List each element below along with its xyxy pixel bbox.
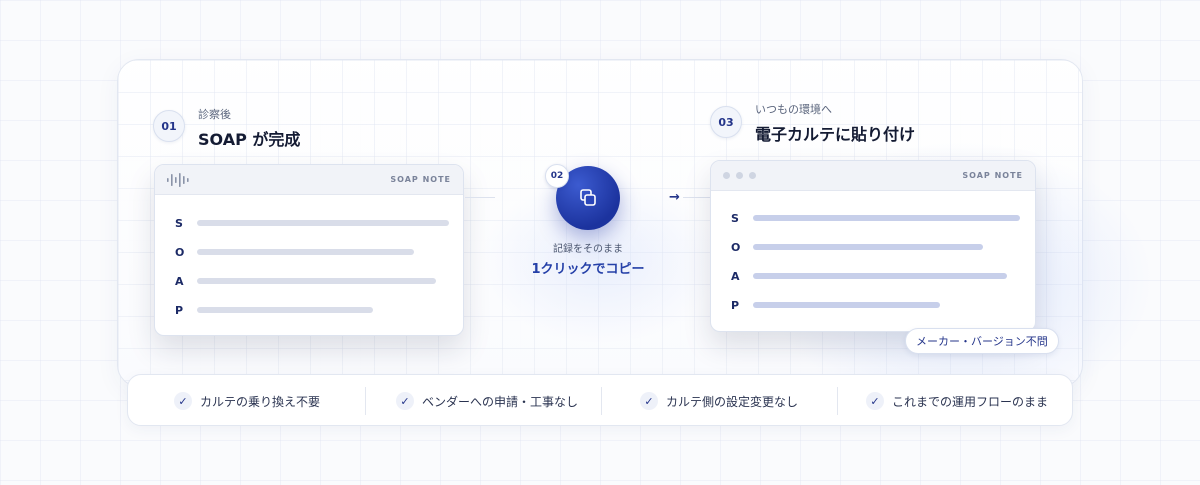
check-icon: ✓ [174,392,192,410]
step-01-badge: 01 [153,110,185,142]
window-dot-icon [736,172,743,179]
feature-divider [601,387,602,415]
step-01-number: 01 [161,119,177,133]
pasted-text-bar [753,273,1007,279]
note-card-label: SOAP NOTE [962,171,1023,180]
connector-line-left [465,197,495,198]
soap-row-s: S [155,217,463,231]
step-03-badge: 03 [710,106,742,138]
soap-letter: S [731,212,739,225]
soap-letter: P [175,304,184,317]
arrow-right-icon: → [669,190,680,205]
soap-row-p: P [711,299,1035,313]
step-03-title: 電子カルテに貼り付け [755,125,916,144]
soap-letter: O [731,241,741,254]
soap-note-source-card: SOAP NOTE S O A P [154,164,464,336]
feature-label: カルテ側の設定変更なし [666,394,799,409]
features-bar: ✓ カルテの乗り換え不要 ✓ ベンダーへの申請・工事なし ✓ カルテ側の設定変更… [127,374,1073,426]
copy-icon [580,189,596,206]
text-placeholder-bar [197,220,449,226]
soap-row-o: O [155,246,463,260]
soap-row-a: A [155,275,463,289]
step-02-subtitle: 記録をそのまま [553,244,623,255]
waveform-icon [167,173,189,187]
step-02-number: 02 [550,171,564,181]
feature-divider [365,387,366,415]
soap-letter: A [731,270,740,283]
note-card-header: SOAP NOTE [155,165,463,195]
window-controls [723,172,756,179]
feature-item: ✓ これまでの運用フローのまま [866,375,1048,427]
soap-row-a: A [711,270,1035,284]
feature-label: ベンダーへの申請・工事なし [422,394,579,409]
pasted-text-bar [753,215,1020,221]
step-03-number: 03 [718,115,734,129]
pasted-text-bar [753,302,940,308]
soap-row-s: S [711,212,1035,226]
step-03-subtitle: いつもの環境へ [755,103,832,116]
soap-row-o: O [711,241,1035,255]
check-icon: ✓ [640,392,658,410]
text-placeholder-bar [197,249,414,255]
feature-label: カルテの乗り換え不要 [200,394,321,409]
emr-window-card: SOAP NOTE S O A P [710,160,1036,332]
window-title-bar: SOAP NOTE [711,161,1035,191]
check-icon: ✓ [866,392,884,410]
feature-label: これまでの運用フローのまま [892,394,1049,409]
text-placeholder-bar [197,278,436,284]
compatibility-badge: メーカー・バージョン不問 [905,328,1059,354]
soap-letter: S [175,217,183,230]
note-card-label: SOAP NOTE [390,175,451,184]
feature-item: ✓ カルテ側の設定変更なし [640,375,798,427]
feature-item: ✓ カルテの乗り換え不要 [174,375,320,427]
text-placeholder-bar [197,307,373,313]
connector-line-right [683,197,711,198]
window-dot-icon [723,172,730,179]
feature-item: ✓ ベンダーへの申請・工事なし [396,375,578,427]
check-icon: ✓ [396,392,414,410]
step-01-subtitle: 診察後 [198,108,231,121]
step-02-title: 1クリックでコピー [531,262,645,277]
soap-letter: P [731,299,740,312]
step-02-badge: 02 [545,164,569,188]
soap-letter: O [175,246,185,259]
feature-divider [837,387,838,415]
soap-letter: A [175,275,184,288]
pasted-text-bar [753,244,983,250]
step-01-title: SOAP が完成 [198,130,301,149]
soap-row-p: P [155,304,463,318]
window-dot-icon [749,172,756,179]
